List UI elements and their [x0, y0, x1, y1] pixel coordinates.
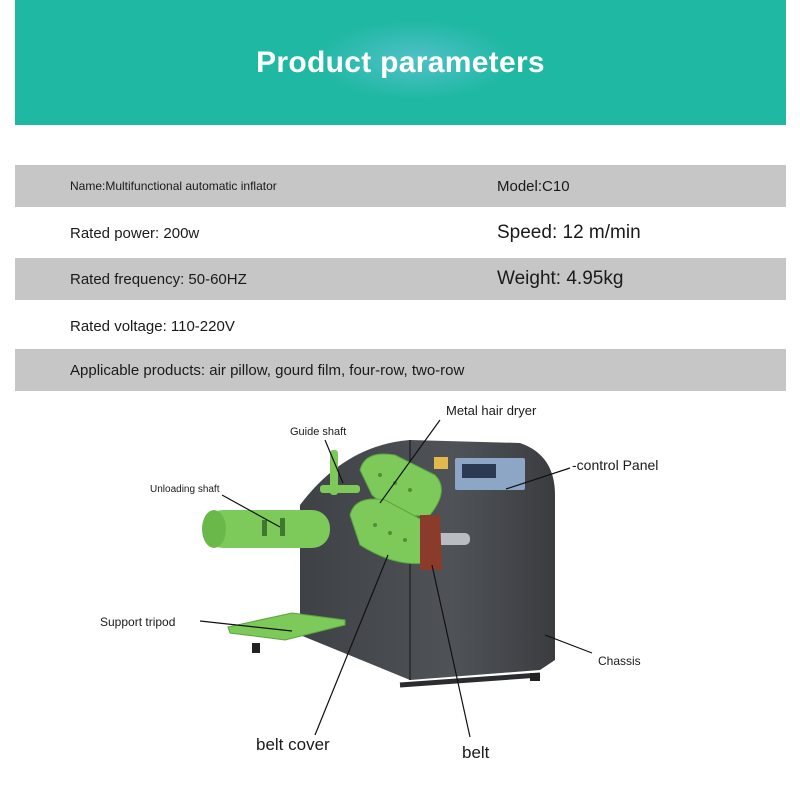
spec-frequency: Rated frequency: 50-60HZ [70, 270, 247, 288]
banner-glow [315, 20, 515, 100]
spec-weight: Weight: 4.95kg [497, 268, 624, 289]
label-control-panel: -control Panel [572, 457, 659, 473]
unloading-shaft-shape [205, 510, 330, 548]
spec-model: Model:C10 [497, 177, 570, 195]
label-unloading-shaft: Unloading shaft [150, 484, 220, 495]
header-banner: Product parameters [15, 0, 786, 125]
spec-voltage: Rated voltage: 110-220V [70, 317, 235, 335]
spec-row-1: Name:Multifunctional automatic inflator … [15, 165, 786, 207]
spec-speed: Speed: 12 m/min [497, 222, 641, 243]
label-metal-hair-dryer: Metal hair dryer [446, 403, 537, 418]
spec-products: Applicable products: air pillow, gourd f… [70, 361, 465, 379]
spec-row-2: Rated power: 200w Speed: 12 m/min [15, 212, 786, 254]
label-guide-shaft: Guide shaft [290, 426, 347, 438]
label-support-tripod: Support tripod [100, 615, 176, 629]
label-belt-cover: belt cover [256, 735, 330, 754]
support-tripod-shape [227, 612, 346, 641]
spec-power: Rated power: 200w [70, 224, 200, 242]
spec-row-4: Rated voltage: 110-220V [15, 305, 786, 347]
label-chassis: Chassis [598, 654, 641, 668]
page-title: Product parameters [256, 45, 545, 79]
spec-row-5: Applicable products: air pillow, gourd f… [15, 349, 786, 391]
label-belt: belt [462, 743, 490, 762]
inflator-illustration [199, 419, 593, 738]
spec-name: Name:Multifunctional automatic inflator [70, 179, 277, 193]
product-diagram: Metal hair dryer Guide shaft -control Pa… [0, 395, 800, 800]
leader-lines [199, 419, 593, 738]
spec-row-3: Rated frequency: 50-60HZ Weight: 4.95kg [15, 258, 786, 300]
